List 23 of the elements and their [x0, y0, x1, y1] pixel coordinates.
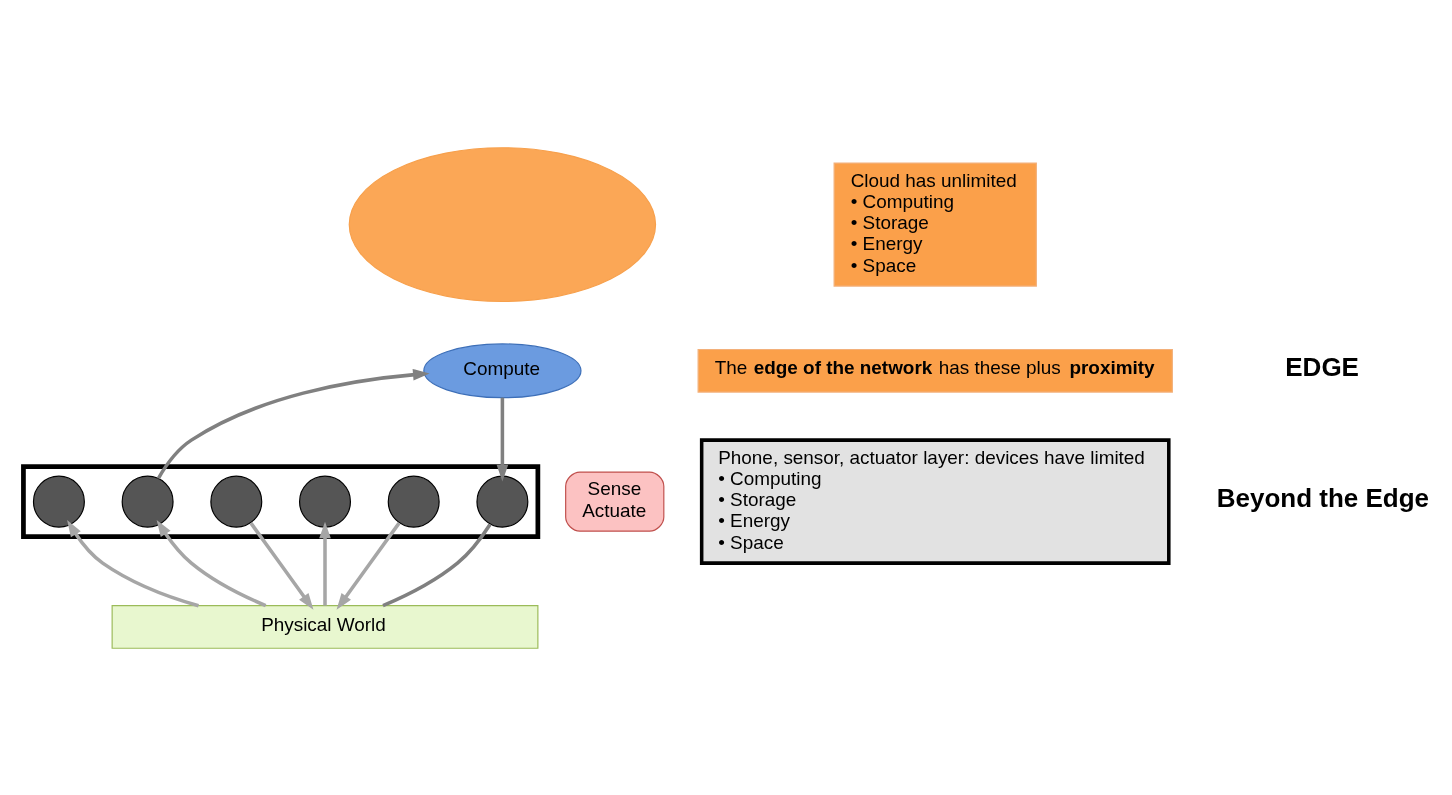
connector [381, 522, 491, 607]
node-box: Phone, sensor, actuator layer: devices have limited • Computing • Storage • Energy • Space [699, 437, 1171, 565]
node-circle [121, 475, 174, 528]
arrow [496, 397, 508, 481]
arrow [66, 519, 199, 607]
label: EDGE [1284, 351, 1359, 382]
node-box: Sense Actuate [564, 470, 664, 532]
node-box: Cloud has unlimited • Computing • Storage • Energy • Space [833, 162, 1037, 287]
node-cloud [348, 146, 656, 302]
arrow [336, 521, 400, 610]
node-box: The edge of the network has these plus proximity [697, 348, 1173, 393]
arrow [156, 368, 430, 479]
label: Beyond the Edge [1216, 482, 1429, 513]
arrow [318, 521, 331, 606]
arrow [249, 521, 313, 610]
node-circle [475, 475, 528, 528]
node-circle [298, 475, 351, 528]
node-circle [209, 475, 262, 528]
node-circle [387, 475, 440, 528]
node-box: Physical World [111, 604, 538, 649]
node-circle [32, 475, 85, 528]
node-ellipse: Compute [422, 342, 582, 398]
arrow [156, 519, 266, 607]
